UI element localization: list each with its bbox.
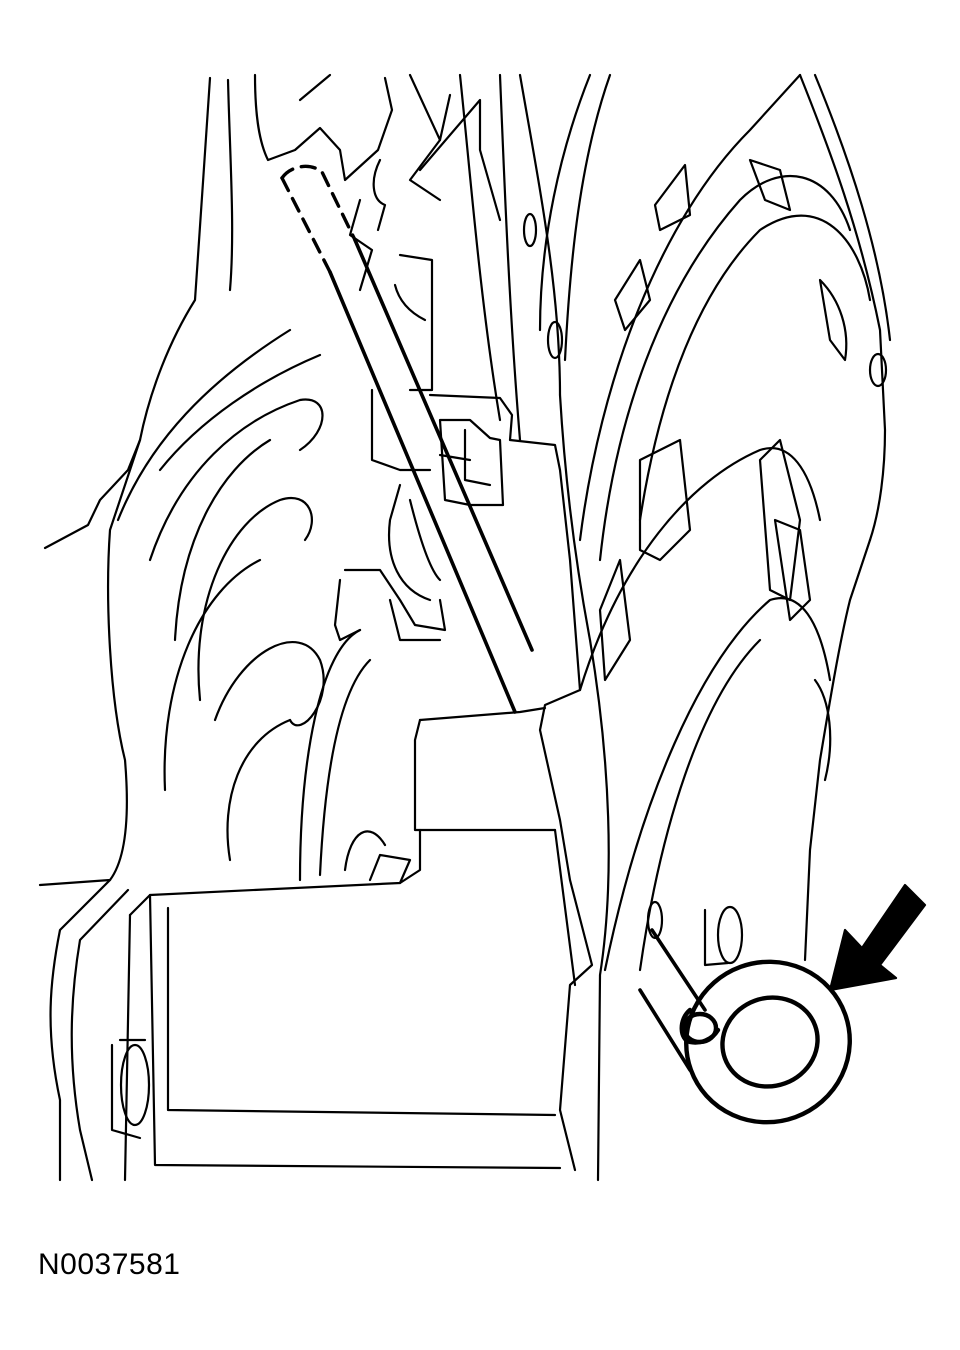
vent-slot-icon bbox=[758, 438, 802, 602]
bolt-hole-icon bbox=[716, 905, 744, 965]
bolt-hole-icon bbox=[868, 352, 888, 388]
vent-slot-icon bbox=[653, 163, 692, 232]
rotor-disc bbox=[518, 73, 892, 1182]
vent-slot-icon bbox=[638, 438, 692, 562]
vent-slot-icon bbox=[748, 158, 792, 212]
vent-slot-icon bbox=[773, 518, 812, 622]
retaining-clip bbox=[638, 928, 852, 1125]
bolt-hole-icon bbox=[546, 320, 564, 360]
vent-slot-icon bbox=[613, 258, 652, 332]
vent-slot-icon bbox=[598, 558, 632, 682]
brake-disc-shield bbox=[38, 76, 325, 1182]
mount-boss-icon bbox=[119, 1043, 151, 1127]
caliper-bracket bbox=[110, 73, 594, 1182]
callout-arrow bbox=[828, 883, 927, 992]
bolt-hole-icon bbox=[522, 212, 538, 248]
figure-id-label: N0037581 bbox=[38, 1248, 181, 1281]
vent-slot-icon bbox=[818, 278, 848, 362]
bolt-hole-icon bbox=[646, 900, 664, 940]
tool-rod bbox=[280, 164, 534, 714]
